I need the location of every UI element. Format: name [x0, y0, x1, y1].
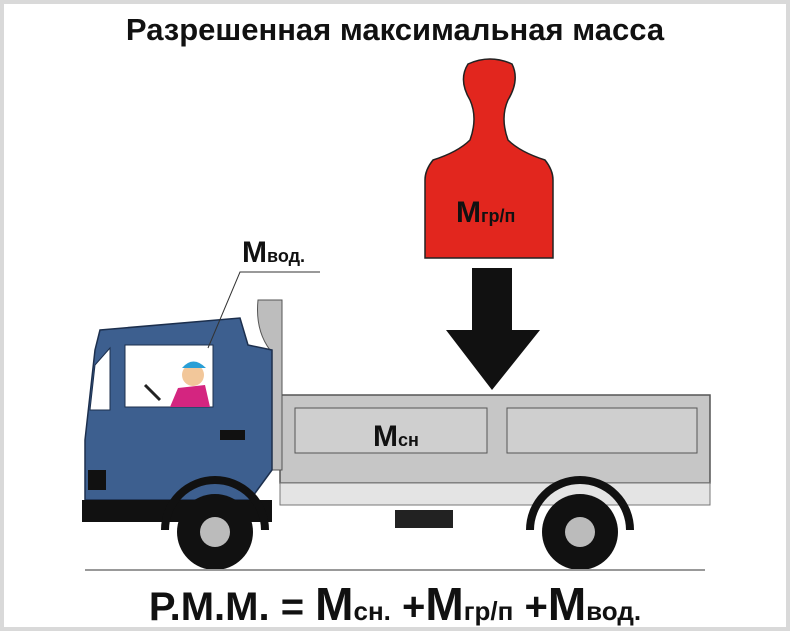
cargo-mass-label: Mгр/п [456, 196, 515, 229]
driver-mass-label: Mвод. [242, 236, 305, 269]
driver-leader-line [207, 271, 320, 349]
side-panel [506, 407, 698, 454]
formula: Р.М.М. = Mсн. +Mгр/п +Mвод. [149, 578, 641, 630]
chassis-frame [279, 482, 711, 506]
truck [82, 299, 711, 570]
driver-head [182, 364, 204, 386]
down-arrow-icon [446, 268, 540, 390]
driver-cap [182, 361, 206, 368]
wheel-arch [161, 476, 269, 531]
hub [565, 517, 595, 547]
driver-body [170, 385, 210, 407]
cargo-weight [424, 58, 554, 259]
cab-guard [257, 299, 283, 471]
steering-wheel [143, 383, 162, 402]
door-handle [220, 430, 245, 440]
hub [200, 517, 230, 547]
body-mass-label: Mсн [373, 420, 419, 453]
windshield [89, 346, 111, 411]
fuel-tank [395, 510, 453, 528]
wheel-arch [526, 476, 634, 531]
side-panel [294, 407, 488, 454]
title: Разрешенная максимальная масса [126, 12, 665, 47]
headlight [88, 470, 106, 490]
